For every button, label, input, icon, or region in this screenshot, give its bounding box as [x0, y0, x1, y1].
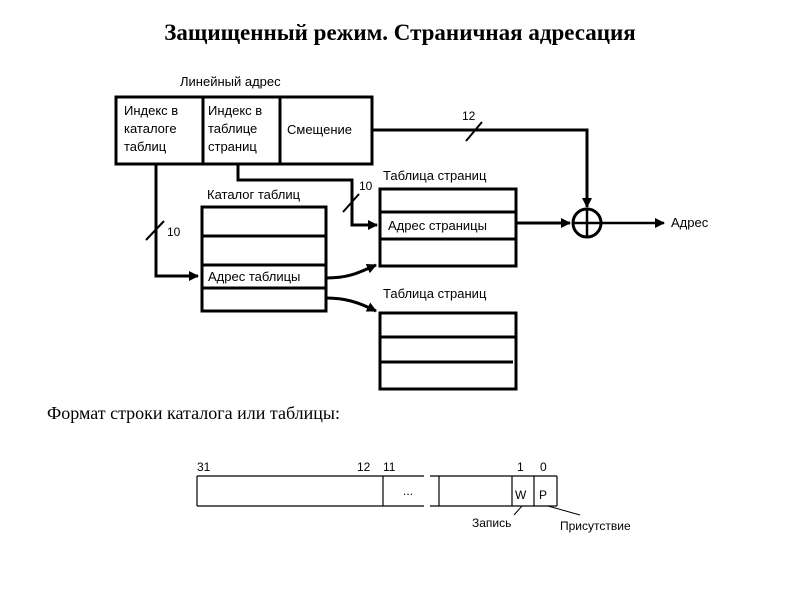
bit-11-label: 11 [383, 460, 396, 474]
page-table-1 [378, 187, 518, 268]
dir-index-line3: таблиц [124, 139, 167, 154]
format-subtitle: Формат строки каталога или таблицы: [47, 403, 341, 423]
page-table-1-entry-label: Адрес страницы [388, 218, 487, 233]
page-table-2-label: Таблица страниц [383, 286, 487, 301]
directory-to-table1-arrow [325, 263, 377, 280]
directory-entry-label: Адрес таблицы [208, 269, 300, 284]
w-description: Запись [472, 516, 511, 530]
page-title: Защищенный режим. Страничная адресация [164, 20, 636, 45]
entry-format-bar [196, 475, 558, 507]
w-pointer [513, 505, 523, 516]
directory-label: Каталог таблиц [207, 187, 301, 202]
offset-bus [372, 121, 592, 208]
linear-address-label: Линейный адрес [180, 74, 281, 89]
offset-label: Смещение [287, 122, 352, 137]
ellipsis: ... [403, 484, 413, 498]
p-description: Присутствие [560, 519, 631, 533]
table-index-line2: таблице [208, 121, 257, 136]
linear-address-box [114, 95, 374, 166]
dir-index-line2: каталоге [124, 121, 177, 136]
bit-1-label: 1 [517, 460, 524, 474]
dir-index-line1: Индекс в [124, 103, 178, 118]
p-bit-label: P [539, 488, 547, 502]
page-table-2 [378, 311, 518, 391]
bit-31-label: 31 [197, 460, 211, 474]
table-index-line3: страниц [208, 139, 257, 154]
table-index-bus [236, 164, 378, 230]
bit-12-label: 12 [357, 460, 371, 474]
w-bit-label: W [515, 488, 527, 502]
table-index-line1: Индекс в [208, 103, 262, 118]
adder-icon [571, 207, 603, 239]
p-pointer [547, 505, 581, 516]
directory-table [200, 205, 328, 313]
page-table-1-label: Таблица страниц [383, 168, 487, 183]
directory-to-table2-arrow [325, 296, 377, 313]
offset-width-label: 12 [462, 109, 476, 123]
output-label: Адрес [671, 215, 709, 230]
bit-0-label: 0 [540, 460, 547, 474]
directory-index-width-label: 10 [167, 225, 181, 239]
table-index-width-label: 10 [359, 179, 373, 193]
directory-index-bus [145, 164, 199, 281]
